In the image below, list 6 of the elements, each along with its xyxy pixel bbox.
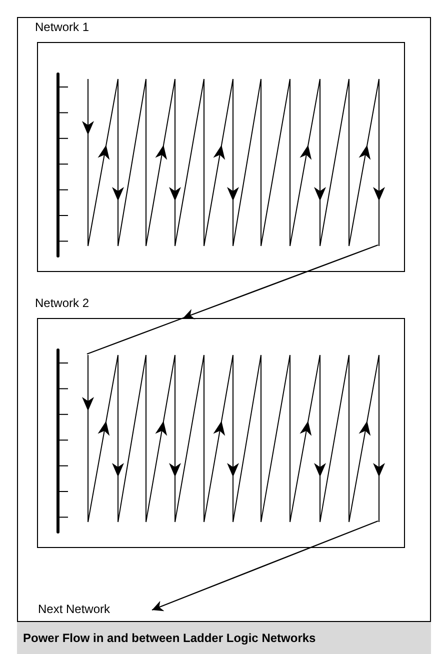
network-label: Next Network <box>38 602 110 616</box>
power-flow-arrow <box>182 244 378 320</box>
network-heading: Network 2 <box>35 296 90 310</box>
power-flow-arrow <box>152 520 378 612</box>
caption-bar: Power Flow in and between Ladder Logic Networks <box>17 621 431 654</box>
network-heading: Network 1 <box>35 20 90 34</box>
